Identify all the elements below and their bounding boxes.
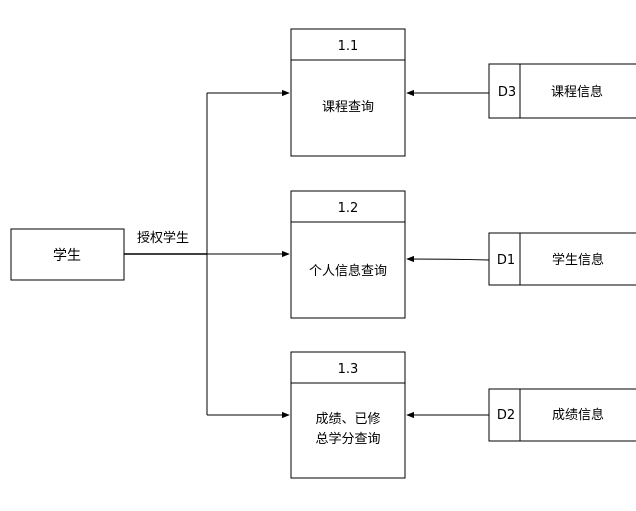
process-name: 个人信息查询 xyxy=(309,263,387,279)
process-name-line-1: 成绩、已修 xyxy=(315,412,380,427)
external-entity-student: 学生 xyxy=(10,228,125,281)
data-store-d2: D2 成绩信息 xyxy=(488,388,636,442)
external-entity-label: 学生 xyxy=(53,248,81,264)
flow-connectors xyxy=(124,89,290,419)
process-id: 1.3 xyxy=(338,362,359,377)
flow-arrow-d1-to-1-2 xyxy=(406,255,490,263)
data-store-name: 成绩信息 xyxy=(552,407,604,423)
data-store-d3: D3 课程信息 xyxy=(488,63,636,119)
data-store-id: D2 xyxy=(497,408,515,423)
process-id: 1.1 xyxy=(338,39,359,54)
process-id: 1.2 xyxy=(338,201,359,216)
process-1-2: 1.2 个人信息查询 xyxy=(290,190,406,319)
process-name-line-2: 总学分查询 xyxy=(315,431,380,447)
flow-label: 授权学生 xyxy=(137,230,189,246)
data-store-name: 学生信息 xyxy=(552,252,604,268)
process-1-3: 1.3 成绩、已修 总学分查询 xyxy=(290,351,406,479)
store-flows xyxy=(406,89,490,419)
data-store-id: D3 xyxy=(498,85,516,100)
process-1-1: 1.1 课程查询 xyxy=(290,28,406,157)
data-store-id: D1 xyxy=(497,253,515,268)
process-name: 课程查询 xyxy=(322,100,374,115)
data-store-d1: D1 学生信息 xyxy=(488,232,636,286)
data-store-name: 课程信息 xyxy=(551,84,603,100)
